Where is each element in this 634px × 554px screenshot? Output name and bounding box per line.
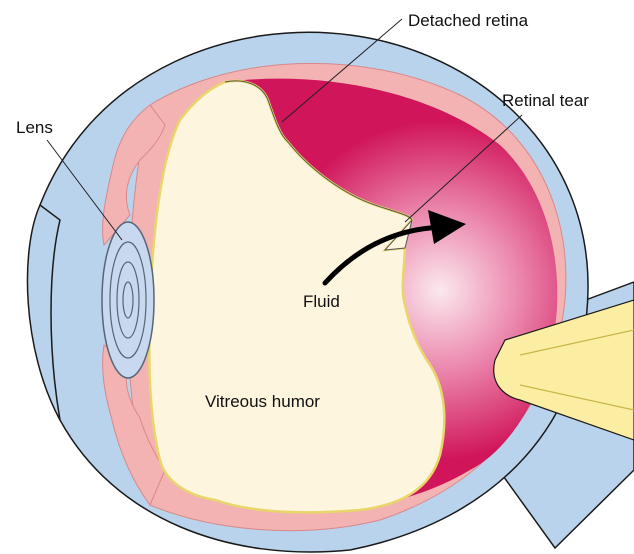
- label-detached-retina: Detached retina: [408, 11, 529, 30]
- label-lens: Lens: [16, 118, 53, 137]
- label-vitreous-humor: Vitreous humor: [205, 392, 320, 411]
- label-fluid: Fluid: [303, 292, 340, 311]
- label-retinal-tear: Retinal tear: [502, 91, 589, 110]
- lens: [102, 222, 154, 378]
